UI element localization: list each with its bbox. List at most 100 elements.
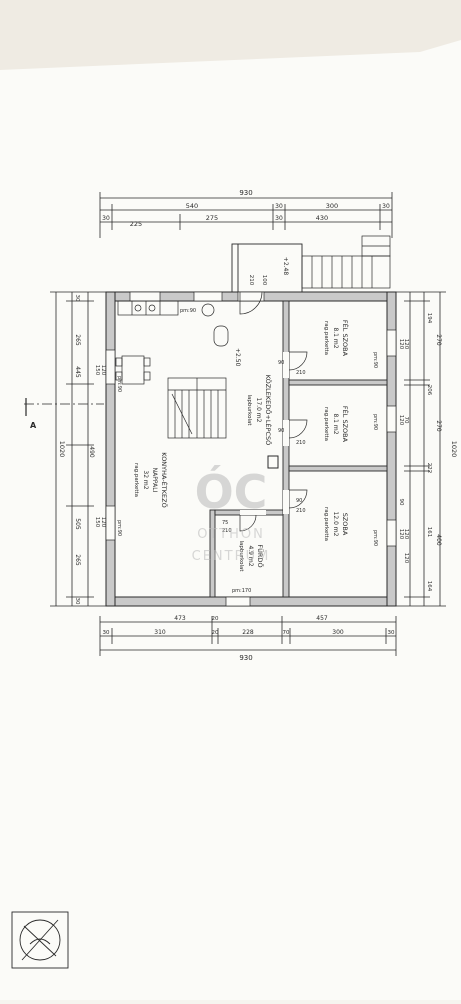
room-5-area: 32 m2 — [142, 470, 149, 489]
room-6-name: FÜRDŐ — [256, 544, 265, 567]
room-label-bedroom-3: SZOBA 12.0 m2 rag.parketta — [323, 507, 349, 541]
door-dim-210c: 210 — [296, 440, 306, 446]
right-small-4: 70 — [403, 417, 409, 424]
watermark-line-1: OTTHON — [197, 527, 265, 542]
top-seg-dim-2: 225 — [130, 220, 142, 228]
door-dim-75: 75 — [222, 520, 228, 526]
room-3-name: SZOBA — [341, 513, 349, 536]
right-small-1: 120 — [398, 339, 404, 350]
left-dim-6: 265 — [74, 554, 81, 566]
right-dim-4: 270 — [435, 420, 442, 432]
room-5-name: KONYHA-ÉTKEZŐ — [160, 452, 169, 507]
porch-door-dim-210: 210 — [248, 275, 254, 286]
room-1-floor: rag.parketta — [323, 321, 329, 355]
parapet-kitchen: pm:90 — [180, 308, 196, 314]
bottom-seg-7: 30 — [388, 630, 395, 636]
room-3-area: 12.0 m2 — [332, 512, 339, 537]
left-dim-5: 505 — [74, 518, 81, 530]
left-small-2: 120 — [100, 365, 106, 376]
room-2-floor: rag.parketta — [323, 407, 329, 441]
section-label: A — [30, 421, 37, 430]
top-total-dim: 930 — [239, 189, 252, 197]
bottom-total-dim: 930 — [239, 654, 252, 662]
right-dim-8: 164 — [426, 581, 432, 592]
door-dim-210d: 210 — [296, 508, 306, 514]
left-dim-4: 490 — [88, 446, 95, 458]
bottom-mid-3: 457 — [316, 615, 328, 622]
right-small-7: 90 — [398, 499, 404, 506]
room-6-area: 4.9 m2 — [247, 545, 254, 566]
right-dim-1: 194 — [426, 313, 432, 324]
top-seg-dim-3: 275 — [206, 214, 218, 222]
right-dim-6: 400 — [435, 534, 442, 546]
bottom-seg-1: 30 — [103, 630, 110, 636]
parapet-left-2: pm:90 — [116, 520, 122, 536]
dining-table — [115, 355, 151, 385]
room-label-bathroom: FÜRDŐ 4.9 m2 lapburkolat — [238, 540, 265, 572]
top-seg-dim-1: 30 — [102, 215, 110, 222]
right-dimension-lines — [396, 291, 446, 607]
right-total-dim: 1020 — [450, 441, 458, 458]
left-small-3: 150 — [94, 517, 100, 528]
right-small-5: 120 — [398, 529, 404, 540]
door-swings — [239, 291, 308, 532]
watermark-logo: ÓC OTTHON CENTRUM — [192, 465, 271, 564]
room-4-name: KÖZLEKEDŐ+LÉPCSŐ — [264, 375, 273, 446]
door-dim-90b: 90 — [278, 428, 284, 434]
parapet-room-3: pm:90 — [372, 530, 378, 546]
top-mid-dim-5: 30 — [382, 203, 390, 210]
bottom-seg-3: 20 — [212, 630, 219, 636]
right-dim-3: 206 — [426, 385, 432, 396]
watermark-mark: ÓC — [195, 465, 268, 519]
left-dim-3: 445 — [74, 366, 81, 378]
room-label-bedroom-1: FÉL SZOBA 8.1 m2 rag.parketta — [323, 320, 350, 357]
room-label-bedroom-2: FÉL SZOBA 8.1 m2 rag.parketta — [323, 406, 350, 443]
entrance-stairs — [301, 235, 391, 289]
right-dim-7: 161 — [426, 527, 432, 538]
top-mid-dim-4: 300 — [326, 202, 338, 210]
parapet-room-2: pm:90 — [372, 414, 378, 430]
room-5-floor: rag.parketta — [133, 463, 139, 497]
elevation-entrance: +2.48 — [282, 257, 289, 276]
sink-fixtures — [201, 303, 229, 347]
room-4-area: 17.0 m2 — [255, 398, 262, 423]
right-small-8: 120 — [403, 553, 409, 564]
top-seg-dim-4: 30 — [275, 215, 283, 222]
right-dim-5: 222 — [426, 463, 432, 474]
internal-staircase — [167, 377, 227, 439]
room-label-hall: KÖZLEKEDŐ+LÉPCSŐ 17.0 m2 lapburkolat — [246, 375, 273, 446]
parapet-room-1: pm:90 — [372, 352, 378, 368]
bottom-mid-1: 473 — [174, 615, 186, 622]
kitchen-counter — [117, 300, 179, 316]
top-seg-dim-5: 430 — [316, 214, 328, 222]
left-dim-2: 265 — [74, 334, 81, 346]
top-mid-dim-3: 30 — [275, 203, 283, 210]
room-2-name: FÉL SZOBA — [341, 406, 350, 443]
parapet-left-1: pm:90 — [116, 376, 122, 392]
room-6-floor: lapburkolat — [238, 540, 244, 572]
bottom-seg-6: 300 — [332, 629, 344, 636]
watermark-line-2: CENTRUM — [192, 549, 271, 564]
stamp-box — [11, 911, 69, 969]
room-1-name: FÉL SZOBA — [341, 320, 350, 357]
room-1-area: 8.1 m2 — [332, 327, 339, 348]
door-dim-90a: 90 — [278, 360, 284, 366]
room-label-living: KONYHA-ÉTKEZŐ NAPPALI 32 m2 rag.parketta — [133, 452, 169, 507]
right-small-6: 120 — [403, 529, 409, 540]
right-dim-2: 270 — [435, 334, 442, 346]
left-total-dim: 1020 — [58, 441, 66, 458]
paper-sheet — [0, 40, 461, 1000]
door-openings — [240, 352, 289, 515]
windows — [105, 291, 397, 607]
left-dim-1: 30 — [74, 295, 80, 302]
door-dim-210b: 210 — [296, 370, 306, 376]
left-small-1: 150 — [94, 365, 100, 376]
top-mid-dim-2: 540 — [186, 202, 198, 210]
door-dim-90c: 90 — [296, 498, 302, 504]
parapet-bath: pm:170 — [232, 588, 251, 594]
top-dimension-lines — [99, 192, 393, 238]
bottom-mid-2: 20 — [212, 616, 219, 622]
bottom-dimension-lines — [99, 616, 397, 656]
